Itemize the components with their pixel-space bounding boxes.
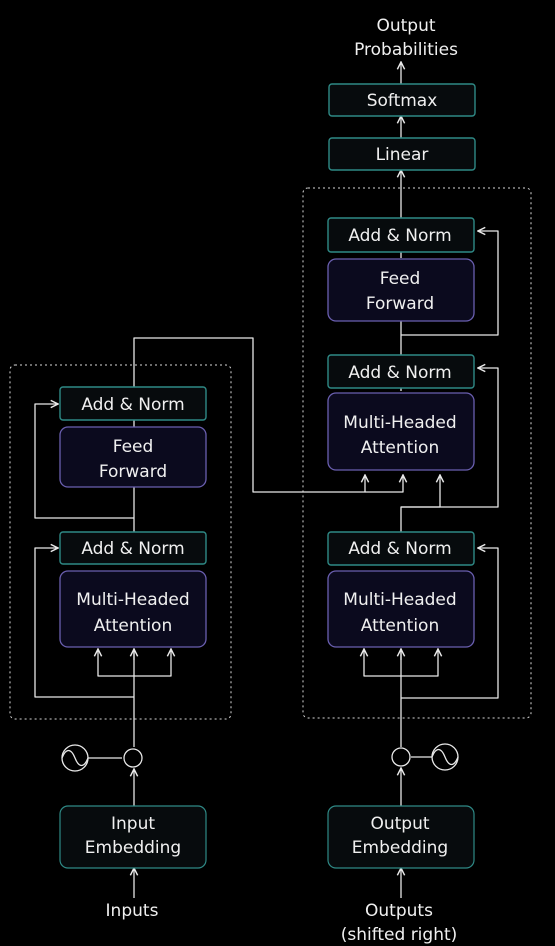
encoder-attention: Multi-Headed Attention [59,570,207,648]
encoder-feed-forward: Feed Forward [59,426,207,488]
encoder-attention-line2: Attention [94,616,172,636]
decoder-masked-attention-line1: Multi-Headed [343,590,456,610]
softmax-layer: Softmax [328,83,476,117]
output-embedding-line1: Output [370,814,429,834]
decoder-wires [364,62,499,898]
encoder-add-norm-2: Add & Norm [59,386,207,421]
outputs-label-line1: Outputs [365,901,433,921]
decoder-add-icon [391,747,411,767]
decoder-cross-attention: Multi-Headed Attention [327,392,475,471]
output-probabilities-line2: Probabilities [354,40,458,60]
decoder-add-norm-3-label: Add & Norm [348,226,451,246]
linear-layer: Linear [328,137,476,171]
linear-label: Linear [376,145,429,165]
softmax-label: Softmax [367,91,438,111]
output-embedding: Output Embedding [327,805,475,869]
output-probabilities-line1: Output [376,16,435,36]
decoder-add-norm-1-label: Add & Norm [348,539,451,559]
decoder-add-norm-2-label: Add & Norm [348,363,451,383]
encoder-positional-encoding-icon [61,744,89,772]
decoder-feed-forward: Feed Forward [327,258,475,322]
decoder-feed-forward-line1: Feed [380,269,421,289]
decoder-feed-forward-line2: Forward [366,294,434,314]
encoder-feed-forward-line1: Feed [113,437,154,457]
decoder-block-frame [302,187,532,719]
inputs-label: Inputs [106,901,159,921]
input-embedding-line2: Embedding [85,838,181,858]
encoder-add-icon [123,748,143,768]
decoder-add-norm-1: Add & Norm [327,531,475,566]
decoder-positional-encoding-icon [431,743,459,771]
decoder-add-norm-2: Add & Norm [327,354,475,389]
encoder-add-norm-1-label: Add & Norm [81,539,184,559]
encoder-add-norm-1: Add & Norm [59,531,207,565]
outputs-label-line2: (shifted right) [341,925,458,945]
encoder-block-frame [9,364,232,720]
decoder-cross-attention-line1: Multi-Headed [343,413,456,433]
encoder-add-norm-2-label: Add & Norm [81,395,184,415]
input-embedding: Input Embedding [59,805,207,869]
decoder-add-norm-3: Add & Norm [327,217,475,253]
encoder-feed-forward-line2: Forward [99,462,167,482]
decoder-cross-attention-line2: Attention [361,438,439,458]
input-embedding-line1: Input [111,814,155,834]
output-embedding-line2: Embedding [352,838,448,858]
decoder-masked-attention: Multi-Headed Attention [327,570,475,648]
decoder-masked-attention-line2: Attention [361,616,439,636]
encoder-attention-line1: Multi-Headed [76,590,189,610]
